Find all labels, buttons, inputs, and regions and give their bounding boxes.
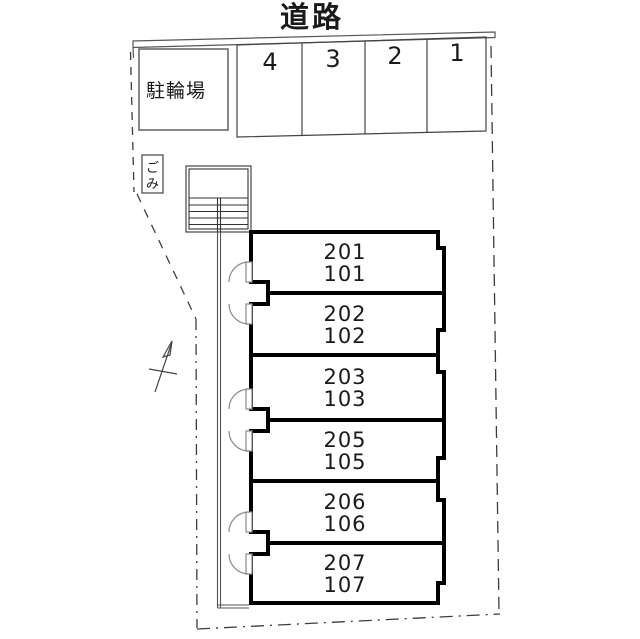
unit-101: 101 (323, 262, 366, 286)
unit-label-201-101: 201 101 (323, 240, 366, 286)
door-unit-102 (228, 303, 253, 325)
parking-space-numbers: 4 3 2 1 (262, 39, 464, 76)
trash-label-char-2: み (146, 177, 159, 192)
building-outline (249, 230, 446, 605)
unit-divider-walls (251, 291, 444, 545)
unit-label-207-107: 207 107 (323, 551, 366, 597)
boundary-bottom (196, 613, 501, 630)
unit-202: 202 (323, 302, 366, 326)
unit-105: 105 (323, 450, 366, 474)
walkway (216, 232, 249, 609)
parking-space-3: 3 (325, 45, 340, 73)
door-unit-103 (228, 388, 253, 410)
unit-106: 106 (323, 512, 366, 536)
unit-label-205-105: 205 105 (323, 428, 366, 474)
building (249, 230, 446, 605)
unit-label-206-106: 206 106 (323, 490, 366, 536)
unit-label-203-103: 203 103 (323, 365, 366, 411)
road-label: 道路 (280, 0, 344, 34)
door-unit-106 (228, 511, 253, 533)
unit-102: 102 (323, 324, 366, 348)
door-unit-101 (228, 261, 253, 283)
unit-107: 107 (323, 573, 366, 597)
unit-206: 206 (323, 490, 366, 514)
unit-103: 103 (323, 387, 366, 411)
parking-lot (236, 36, 487, 138)
unit-201: 201 (323, 240, 366, 264)
boundary-left-vertical (195, 318, 198, 629)
door-unit-105 (228, 430, 253, 452)
staircase (185, 165, 252, 233)
parking-space-1: 1 (449, 39, 464, 67)
unit-203: 203 (323, 365, 366, 389)
trash-label-char-1: ご (146, 160, 159, 176)
boundary-left-top (129, 51, 135, 193)
boundary-right (490, 45, 500, 614)
parking-lot-outline (236, 36, 487, 138)
property-boundary (129, 45, 501, 630)
unit-labels: 201 101 202 102 203 103 205 105 206 106 … (323, 240, 366, 597)
bicycle-parking-area: 駐輪場 (138, 48, 229, 131)
north-arrow-icon (148, 340, 178, 393)
boundary-left-diagonal (136, 193, 197, 320)
parking-space-4: 4 (262, 48, 277, 76)
unit-207: 207 (323, 551, 366, 575)
door-unit-107 (228, 553, 253, 575)
unit-label-202-102: 202 102 (323, 302, 366, 348)
entry-doors (228, 261, 253, 575)
trash-area: ご み (141, 154, 164, 194)
unit-205: 205 (323, 428, 366, 452)
road-strip (132, 31, 496, 59)
parking-space-2: 2 (387, 42, 402, 70)
bicycle-parking-label: 駐輪場 (146, 80, 206, 102)
